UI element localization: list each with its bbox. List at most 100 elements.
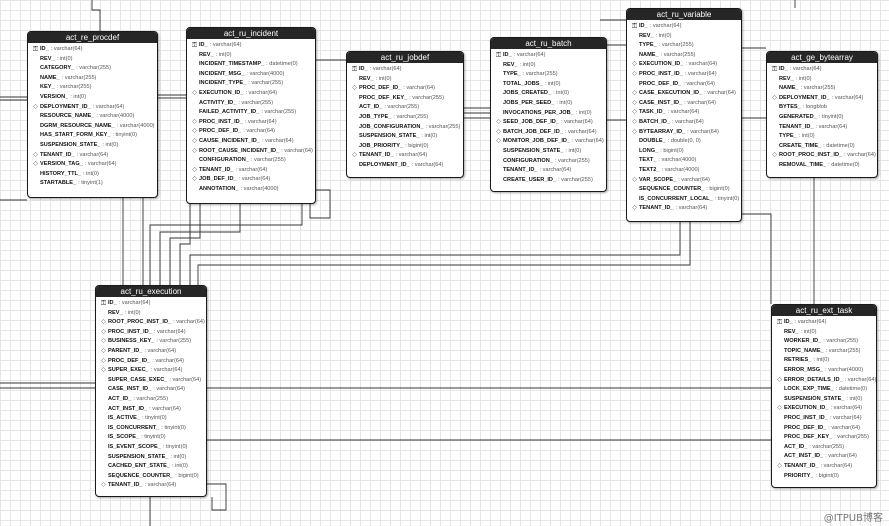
column-row[interactable]: VERSION_: int(0) xyxy=(31,93,157,103)
column-row[interactable]: PROC_INST_ID_: varchar(64) xyxy=(775,414,876,424)
column-row[interactable]: REV_: int(0) xyxy=(630,32,741,42)
column-row[interactable]: SEQUENCE_COUNTER_: bigint(0) xyxy=(630,185,741,195)
column-row[interactable]: CONFIGURATION_: varchar(255) xyxy=(190,156,315,166)
column-row[interactable]: ◇TENANT_ID_: varchar(64) xyxy=(775,462,876,472)
column-row[interactable]: ERROR_MSG_: varchar(4000) xyxy=(775,366,876,376)
column-row[interactable]: ◇PROC_DEF_ID_: varchar(64) xyxy=(99,357,206,367)
column-row[interactable]: CATEGORY_: varchar(255) xyxy=(31,64,157,74)
column-row[interactable]: PROC_DEF_KEY_: varchar(255) xyxy=(350,94,463,104)
column-row[interactable]: ◇DEPLOYMENT_ID_: varchar(64) xyxy=(31,103,157,113)
column-row[interactable]: TENANT_ID_: varchar(64) xyxy=(770,123,877,133)
column-row[interactable]: ⚿ID_: varchar(64) xyxy=(190,41,315,51)
column-row[interactable]: ◇DEPLOYMENT_ID_: varchar(64) xyxy=(770,94,877,104)
column-row[interactable]: ◇ROOT_CAUSE_INCIDENT_ID_: varchar(64) xyxy=(190,147,315,157)
column-row[interactable]: NAME_: varchar(255) xyxy=(31,74,157,84)
column-row[interactable]: ⚿ID_: varchar(64) xyxy=(630,22,741,32)
column-row[interactable]: ACT_ID_: varchar(255) xyxy=(350,103,463,113)
column-row[interactable]: INCIDENT_MSG_: varchar(4000) xyxy=(190,70,315,80)
column-row[interactable]: ◇EXECUTION_ID_: varchar(64) xyxy=(775,404,876,414)
column-row[interactable]: ◇PROC_INST_ID_: varchar(64) xyxy=(99,328,206,338)
column-row[interactable]: CREATE_USER_ID_: varchar(255) xyxy=(494,176,606,186)
column-row[interactable]: SUSPENSION_STATE_: int(0) xyxy=(775,395,876,405)
column-row[interactable]: WORKER_ID_: varchar(255) xyxy=(775,337,876,347)
column-row[interactable]: ◇JOB_DEF_ID_: varchar(64) xyxy=(190,175,315,185)
column-row[interactable]: GENERATED_: tinyint(0) xyxy=(770,113,877,123)
column-row[interactable]: ◇VERSION_TAG_: varchar(64) xyxy=(31,160,157,170)
table-act-ru-variable[interactable]: act_ru_variable⚿ID_: varchar(64)REV_: in… xyxy=(626,8,742,222)
column-row[interactable]: FAILED_ACTIVITY_ID_: varchar(255) xyxy=(190,108,315,118)
table-act-ru-incident[interactable]: act_ru_incident⚿ID_: varchar(64)REV_: in… xyxy=(186,27,316,204)
column-row[interactable]: IS_EVENT_SCOPE_: tinyint(0) xyxy=(99,443,206,453)
column-row[interactable]: PRIORITY_: bigint(0) xyxy=(775,472,876,482)
column-row[interactable]: JOB_TYPE_: varchar(255) xyxy=(350,113,463,123)
column-row[interactable]: REV_: int(0) xyxy=(31,55,157,65)
column-row[interactable]: ⚿ID_: varchar(64) xyxy=(775,318,876,328)
column-row[interactable]: LONG_: bigint(0) xyxy=(630,147,741,157)
column-row[interactable]: CONFIGURATION_: varchar(255) xyxy=(494,157,606,167)
column-row[interactable]: KEY_: varchar(255) xyxy=(31,83,157,93)
column-row[interactable]: TOPIC_NAME_: varchar(255) xyxy=(775,347,876,357)
column-row[interactable]: ◇MONITOR_JOB_DEF_ID_: varchar(64) xyxy=(494,137,606,147)
column-row[interactable]: ⚿ID_: varchar(64) xyxy=(31,45,157,55)
column-row[interactable]: REV_: int(0) xyxy=(494,61,606,71)
column-row[interactable]: ◇TENANT_ID_: varchar(64) xyxy=(350,151,463,161)
column-row[interactable]: ⚿ID_: varchar(64) xyxy=(770,65,877,75)
column-row[interactable]: ◇BYTEARRAY_ID_: varchar(64) xyxy=(630,128,741,138)
column-row[interactable]: TEXT_: varchar(4000) xyxy=(630,156,741,166)
column-row[interactable]: ◇CASE_EXECUTION_ID_: varchar(64) xyxy=(630,89,741,99)
column-row[interactable]: ◇TENANT_ID_: varchar(64) xyxy=(99,481,206,491)
column-row[interactable]: IS_ACTIVE_: tinyint(0) xyxy=(99,414,206,424)
column-row[interactable]: SEQUENCE_COUNTER_: bigint(0) xyxy=(99,472,206,482)
column-row[interactable]: ACT_ID_: varchar(255) xyxy=(99,395,206,405)
column-row[interactable]: JOB_PRIORITY_: bigint(0) xyxy=(350,142,463,152)
column-row[interactable]: SUSPENSION_STATE_: int(0) xyxy=(31,141,157,151)
column-row[interactable]: SUSPENSION_STATE_: int(0) xyxy=(99,453,206,463)
column-row[interactable]: CASE_INST_ID_: varchar(64) xyxy=(99,385,206,395)
column-row[interactable]: JOBS_PER_SEED_: int(0) xyxy=(494,99,606,109)
column-row[interactable]: TYPE_: int(0) xyxy=(770,132,877,142)
table-act-ru-jobdef[interactable]: act_ru_jobdef⚿ID_: varchar(64)REV_: int(… xyxy=(346,51,464,178)
column-row[interactable]: JOB_CONFIGURATION_: varchar(255) xyxy=(350,123,463,133)
column-row[interactable]: DOUBLE_: double(0, 0) xyxy=(630,137,741,147)
column-row[interactable]: RESOURCE_NAME_: varchar(4000) xyxy=(31,112,157,122)
column-row[interactable]: ◇PROC_DEF_ID_: varchar(64) xyxy=(190,127,315,137)
column-row[interactable]: DEPLOYMENT_ID_: varchar(64) xyxy=(350,161,463,171)
column-row[interactable]: TYPE_: varchar(255) xyxy=(494,70,606,80)
column-row[interactable]: SUSPENSION_STATE_: int(0) xyxy=(494,147,606,157)
column-row[interactable]: INCIDENT_TIMESTAMP_: datetime(0) xyxy=(190,60,315,70)
table-act-ru-ext-task[interactable]: act_ru_ext_task⚿ID_: varchar(64)REV_: in… xyxy=(771,304,877,488)
column-row[interactable]: ◇EXECUTION_ID_: varchar(64) xyxy=(630,60,741,70)
column-row[interactable]: REV_: int(0) xyxy=(770,75,877,85)
column-row[interactable]: ◇SEED_JOB_DEF_ID_: varchar(64) xyxy=(494,118,606,128)
column-row[interactable]: ⚿ID_: varchar(64) xyxy=(99,299,206,309)
column-row[interactable]: ACTIVITY_ID_: varchar(255) xyxy=(190,99,315,109)
column-row[interactable]: TYPE_: varchar(255) xyxy=(630,41,741,51)
column-row[interactable]: CACHED_ENT_STATE_: int(0) xyxy=(99,462,206,472)
column-row[interactable]: NAME_: varchar(255) xyxy=(770,84,877,94)
column-row[interactable]: INVOCATIONS_PER_JOB_: int(0) xyxy=(494,109,606,119)
column-row[interactable]: ◇ERROR_DETAILS_ID_: varchar(64) xyxy=(775,376,876,386)
column-row[interactable]: SUSPENSION_STATE_: int(0) xyxy=(350,132,463,142)
column-row[interactable]: HISTORY_TTL_: int(0) xyxy=(31,170,157,180)
column-row[interactable]: REMOVAL_TIME_: datetime(0) xyxy=(770,161,877,171)
column-row[interactable]: ANNOTATION_: varchar(4000) xyxy=(190,185,315,195)
column-row[interactable]: PROC_DEF_KEY_: varchar(255) xyxy=(775,433,876,443)
column-row[interactable]: ◇PARENT_ID_: varchar(64) xyxy=(99,347,206,357)
column-row[interactable]: NAME_: varchar(255) xyxy=(630,51,741,61)
column-row[interactable]: ◇PROC_INST_ID_: varchar(64) xyxy=(190,118,315,128)
column-row[interactable]: LOCK_EXP_TIME_: datetime(0) xyxy=(775,385,876,395)
column-row[interactable]: ◇BUSINESS_KEY_: varchar(255) xyxy=(99,337,206,347)
column-row[interactable]: IS_CONCURRENT_: tinyint(0) xyxy=(99,424,206,434)
column-row[interactable]: SUPER_CASE_EXEC_: varchar(64) xyxy=(99,376,206,386)
column-row[interactable]: ◇BATCH_ID_: varchar(64) xyxy=(630,118,741,128)
column-row[interactable]: ◇TENANT_ID_: varchar(64) xyxy=(630,204,741,214)
table-act-ge-bytearray[interactable]: act_ge_bytearray⚿ID_: varchar(64)REV_: i… xyxy=(766,51,878,178)
column-row[interactable]: ◇SUPER_EXEC_: varchar(64) xyxy=(99,366,206,376)
column-row[interactable]: ◇TASK_ID_: varchar(64) xyxy=(630,108,741,118)
column-row[interactable]: BYTES_: longblob xyxy=(770,103,877,113)
column-row[interactable]: RETRIES_: int(0) xyxy=(775,356,876,366)
column-row[interactable]: IS_CONCURRENT_LOCAL_: tinyint(0) xyxy=(630,195,741,205)
column-row[interactable]: INCIDENT_TYPE_: varchar(255) xyxy=(190,79,315,89)
column-row[interactable]: HAS_START_FORM_KEY_: tinyint(0) xyxy=(31,131,157,141)
column-row[interactable]: TOTAL_JOBS_: int(0) xyxy=(494,80,606,90)
